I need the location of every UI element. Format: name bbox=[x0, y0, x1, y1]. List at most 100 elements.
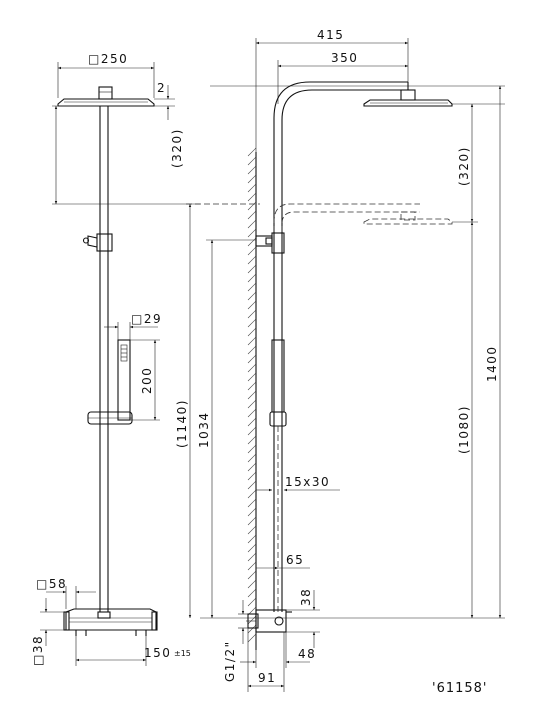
model-code: '61158' bbox=[432, 681, 488, 696]
side-column bbox=[273, 81, 409, 612]
wall-hatch-line bbox=[247, 561, 257, 571]
wall-hatch-line bbox=[247, 372, 257, 382]
label-connection: G1/2" bbox=[223, 640, 237, 682]
wall-hatch-line bbox=[247, 300, 257, 310]
wall-hatch-line bbox=[247, 282, 257, 292]
dim-bracket: 15x30 bbox=[256, 475, 340, 492]
wall-hatch-line bbox=[247, 156, 257, 166]
label-head-width: □250 bbox=[88, 52, 128, 66]
label-head-offset-right: (320) bbox=[457, 146, 471, 186]
front-column bbox=[99, 106, 109, 612]
dim-mixer-width: □58 bbox=[36, 577, 96, 609]
wall-hatch-line bbox=[247, 417, 257, 427]
dim-wall-offset: 65 bbox=[256, 553, 310, 570]
wall-hatch-line bbox=[247, 453, 257, 463]
front-hand-shower bbox=[117, 339, 131, 421]
dim-arm-reach: 415 bbox=[255, 28, 409, 152]
wall-hatch-line bbox=[247, 426, 257, 436]
label-mixer-width: □58 bbox=[36, 577, 67, 591]
wall-hatch-line bbox=[247, 516, 257, 526]
dim-head-width: □250 bbox=[57, 52, 155, 98]
wall-hatch-line bbox=[247, 192, 257, 202]
wall-hatch-line bbox=[247, 273, 257, 283]
label-inlet-height: 38 bbox=[299, 588, 313, 606]
wall-hatch-line bbox=[247, 543, 257, 553]
wall-hatch-line bbox=[247, 201, 257, 211]
wall-hatch-line bbox=[247, 633, 257, 643]
wall-hatch-line bbox=[247, 444, 257, 454]
label-arm-length: 350 bbox=[331, 51, 358, 65]
wall-hatch-line bbox=[247, 435, 257, 445]
wall-hatch-line bbox=[247, 345, 257, 355]
front-view: □250 2 bbox=[31, 52, 200, 666]
wall-hatch-line bbox=[247, 237, 257, 247]
dim-inlet-height: 38 bbox=[286, 588, 320, 648]
wall-hatch-line bbox=[247, 309, 257, 319]
wall-hatch-line bbox=[247, 552, 257, 562]
front-slider bbox=[87, 411, 133, 425]
wall-hatch-line bbox=[247, 264, 257, 274]
wall-hatch-line bbox=[247, 399, 257, 409]
front-shower-head bbox=[57, 86, 155, 107]
side-shower-head bbox=[363, 89, 453, 107]
dim-hand-width: □29 bbox=[104, 312, 162, 340]
wall-hatch-line bbox=[247, 525, 257, 535]
wall-hatch-line bbox=[247, 507, 257, 517]
wall-hatch-line bbox=[247, 624, 257, 634]
wall-hatch-line bbox=[247, 354, 257, 364]
wall-hatch-line bbox=[247, 498, 257, 508]
label-mixer-depth: 91 bbox=[258, 671, 276, 685]
wall-hatch-line bbox=[247, 570, 257, 580]
label-mixer-height: □38 bbox=[31, 635, 45, 666]
label-wall-offset: 65 bbox=[286, 553, 304, 567]
wall-hatch-line bbox=[247, 363, 257, 373]
side-hand-shower bbox=[269, 339, 287, 427]
dim-inlet-depth: 48 bbox=[240, 632, 316, 668]
side-bracket-top bbox=[255, 232, 285, 254]
wall-hatch-line bbox=[247, 210, 257, 220]
dim-head-offset-left bbox=[52, 105, 200, 205]
label-center-distance: 150 bbox=[144, 646, 171, 660]
wall-hatch-line bbox=[247, 219, 257, 229]
wall-hatch-line bbox=[247, 318, 257, 328]
wall-hatch-line bbox=[247, 462, 257, 472]
wall-hatch-line bbox=[247, 165, 257, 175]
wall-hatch-line bbox=[247, 579, 257, 589]
wall-hatch-line bbox=[247, 597, 257, 607]
wall-hatch-line bbox=[247, 255, 257, 265]
wall-hatch-line bbox=[247, 408, 257, 418]
label-bracket: 15x30 bbox=[285, 475, 330, 489]
label-inlet-depth: 48 bbox=[298, 647, 316, 661]
wall-hatch-line bbox=[247, 291, 257, 301]
wall-hatch-line bbox=[247, 183, 257, 193]
dim-center-distance: 150 ±15 bbox=[75, 636, 191, 666]
dim-rail-height: (1080) bbox=[457, 222, 474, 618]
label-left-height: (1140) bbox=[175, 399, 189, 448]
wall-hatch-line bbox=[247, 228, 257, 238]
wall-hatch-line bbox=[247, 381, 257, 391]
side-low-position bbox=[186, 203, 453, 232]
label-column-height: 1400 bbox=[485, 345, 499, 382]
dim-column-height: 1400 bbox=[485, 86, 502, 618]
dim-mixer-height: □38 bbox=[31, 598, 64, 666]
dim-hand-length: 200 bbox=[130, 339, 160, 421]
label-center-tolerance: ±15 bbox=[174, 649, 191, 658]
front-mixer bbox=[63, 608, 158, 636]
wall-hatch-line bbox=[247, 336, 257, 346]
wall-hatch-line bbox=[247, 471, 257, 481]
front-diverter bbox=[82, 233, 113, 252]
dim-outlet-height: 1034 bbox=[197, 239, 256, 618]
label-hand-width: □29 bbox=[131, 312, 162, 326]
label-arm-reach: 415 bbox=[317, 28, 344, 42]
wall-hatch-line bbox=[247, 615, 257, 625]
label-rail-height: (1080) bbox=[457, 405, 471, 454]
dim-left-height: (1140) bbox=[175, 204, 192, 618]
wall-hatch-line bbox=[247, 489, 257, 499]
wall-hatch-line bbox=[247, 147, 257, 157]
wall-hatch-line bbox=[247, 390, 257, 400]
dim-mixer-depth: 91 bbox=[247, 628, 285, 692]
dim-connection: G1/2" bbox=[223, 600, 248, 682]
wall-hatch-line bbox=[247, 480, 257, 490]
